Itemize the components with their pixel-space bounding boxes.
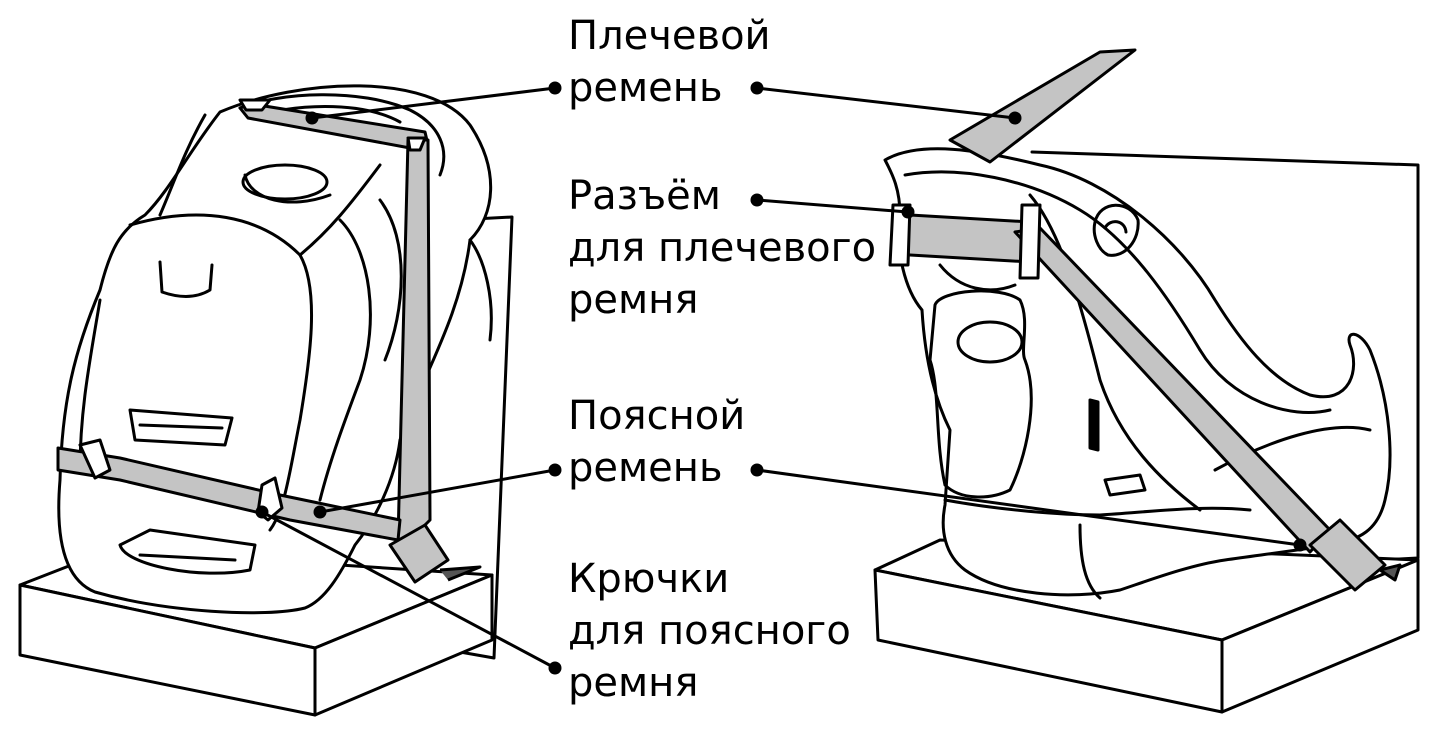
right-shoulder-belt-through-slot (891, 212, 1032, 264)
label-shoulder-belt-line-2: ремень (568, 65, 723, 111)
label-lap-belt-line-2: ремень (568, 445, 723, 491)
label-lap-belt: Поясной ремень (568, 390, 745, 494)
left-belt-buckle (388, 523, 450, 584)
right-slot-clip-1 (888, 203, 912, 267)
leader-lap-hooks (261, 510, 556, 670)
right-backrest-opening (928, 289, 1033, 499)
label-shoulder-belt-slot-line-2: для плечевого (568, 225, 877, 271)
leader-lap-belt-left (319, 468, 556, 514)
label-shoulder-belt-slot-line-3: ремня (568, 277, 699, 323)
label-shoulder-belt-slot: Разъём для плечевого ремня (568, 170, 876, 326)
leader-lines (255, 81, 1307, 675)
left-base-handle (118, 528, 257, 575)
right-slot-clip-2 (1018, 203, 1042, 280)
left-car-seat-rear-view (18, 84, 514, 717)
label-lap-belt-hooks-line-2: для поясного (568, 608, 851, 654)
leader-shoulder-belt-left (311, 86, 556, 120)
label-lap-belt-hooks-line-1: Крючки (568, 556, 730, 602)
left-headrest-hole (241, 163, 329, 201)
label-lap-belt-hooks: Крючки для поясного ремня (568, 553, 851, 709)
right-headrest-hole (956, 320, 1024, 364)
label-shoulder-belt-line-1: Плечевой (568, 13, 771, 59)
label-shoulder-belt-slot-line-1: Разъём (568, 173, 721, 219)
right-belts (891, 48, 1402, 592)
right-side-hook (1092, 203, 1140, 257)
label-lap-belt-hooks-line-3: ремня (568, 660, 699, 706)
left-lap-hook-1 (78, 438, 112, 480)
leader-belt-slot (756, 198, 909, 214)
right-belt-buckle (1308, 518, 1387, 592)
label-lap-belt-line-1: Поясной (568, 393, 746, 439)
leader-shoulder-belt-right (756, 86, 1016, 120)
label-shoulder-belt: Плечевой ремень (568, 10, 771, 114)
leader-lap-belt-right (756, 468, 1301, 547)
right-shoulder-belt-upper (948, 48, 1137, 164)
left-lower-slot (128, 408, 234, 447)
